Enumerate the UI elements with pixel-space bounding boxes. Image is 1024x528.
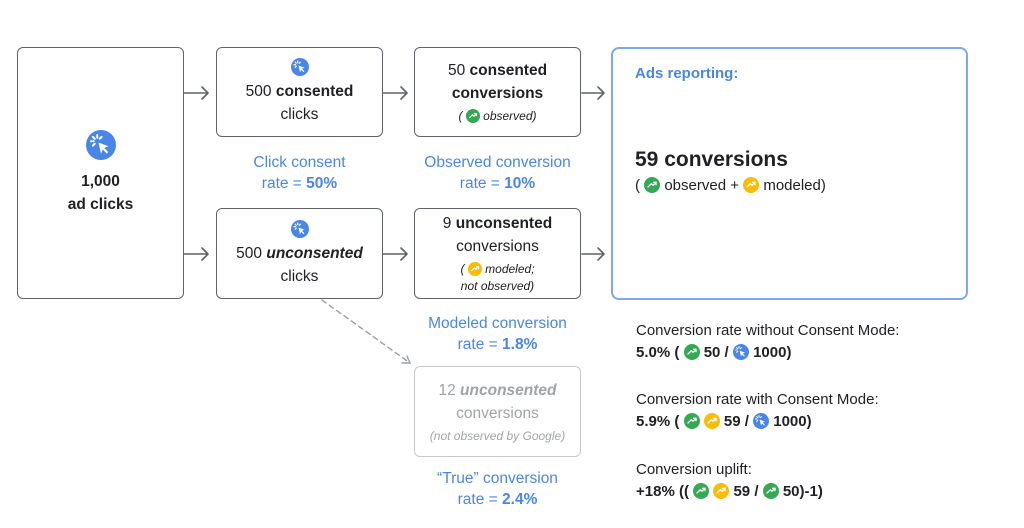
observed-caption-prefix: rate = <box>459 175 505 192</box>
unconsented-clicks-end: clicks <box>280 267 319 285</box>
cursor-click-icon <box>753 413 769 429</box>
consented-conversions-box: 50 consented conversions ( observed) <box>414 47 581 137</box>
ads-reporting-box: Ads reporting: 59 conversions ( observed… <box>611 47 968 300</box>
ad-clicks-label: ad clicks <box>67 196 134 213</box>
metric-numerator: 59 / <box>733 483 759 500</box>
observed-conversion-icon <box>684 413 700 429</box>
metric-numerator: 50 / <box>703 344 729 361</box>
modeled-caption-line1: Modeled conversion <box>428 315 567 332</box>
metric-with-consent: Conversion rate with Consent Mode: 5.9% … <box>636 389 879 433</box>
click-consent-caption-value: 50% <box>306 175 338 192</box>
arrow-dashed-to-true <box>321 299 411 364</box>
observed-conversion-icon <box>763 483 779 499</box>
arrow-modeled-to-ads <box>581 247 605 261</box>
arrow-observed-to-ads <box>581 86 605 100</box>
consented-conversions-bold: consented <box>469 62 548 79</box>
unconsented-conversions-note-open: ( <box>460 262 465 276</box>
modeled-conversion-icon <box>743 177 759 193</box>
true-caption-prefix: rate = <box>457 491 503 508</box>
modeled-caption-value: 1.8% <box>502 336 538 353</box>
observed-caption-line1: Observed conversion <box>424 154 571 171</box>
consented-clicks-bold: consented <box>275 83 354 100</box>
true-caption-value: 2.4% <box>502 491 538 508</box>
unconsented-conversions-box: 9 unconsented conversions ( modeled; not… <box>414 208 581 299</box>
click-consent-caption-prefix: rate = <box>261 175 307 192</box>
metric-label: Conversion rate with Consent Mode: <box>636 391 879 408</box>
ads-reporting-breakdown: ( observed + modeled) <box>635 177 826 194</box>
observed-caption-value: 10% <box>504 175 536 192</box>
arrow-unconsented-to-conversions <box>382 247 408 261</box>
metric-numerator: 59 / <box>723 413 749 430</box>
consented-conversions-note-open: ( <box>458 109 463 123</box>
observed-conversion-icon <box>466 109 480 123</box>
cursor-click-icon <box>86 130 116 160</box>
ads-reporting-observed: observed + <box>664 177 739 194</box>
true-conversions-bold: unconsented <box>460 381 557 399</box>
metric-without-consent: Conversion rate without Consent Mode: 5.… <box>636 320 899 364</box>
modeled-conversion-icon <box>468 262 482 276</box>
arrow-clicks-to-consented <box>183 86 209 100</box>
ads-reporting-modeled: modeled) <box>763 177 826 194</box>
metric-value: 5.0% ( <box>636 344 680 361</box>
metric-label: Conversion uplift: <box>636 461 752 478</box>
modeled-conversion-icon <box>704 413 720 429</box>
true-conversions-count: 12 <box>438 381 456 399</box>
ads-reporting-open: ( <box>635 177 640 194</box>
arrow-consented-to-conversions <box>382 86 408 100</box>
modeled-conversion-icon <box>713 483 729 499</box>
observed-conversion-icon <box>644 177 660 193</box>
click-consent-caption: Click consent rate = 50% <box>216 152 383 194</box>
cursor-click-icon <box>733 344 749 360</box>
true-caption-line1: “True” conversion <box>437 470 558 487</box>
arrow-clicks-to-unconsented <box>183 247 209 261</box>
ad-clicks-box: 1,000 ad clicks <box>17 47 184 299</box>
click-consent-caption-line1: Click consent <box>253 154 346 171</box>
true-conversions-note: (not observed by Google) <box>429 428 566 443</box>
unconsented-conversions-bold: unconsented <box>455 215 553 232</box>
consented-conversions-count: 50 <box>447 62 466 79</box>
cursor-click-icon <box>291 58 309 76</box>
unconsented-clicks-box: 500 unconsented clicks <box>216 208 383 299</box>
metric-label: Conversion rate without Consent Mode: <box>636 322 900 339</box>
consented-conversions-end: conversions <box>451 85 544 102</box>
observed-caption: Observed conversion rate = 10% <box>404 152 591 194</box>
consented-clicks-end: clicks <box>280 106 319 123</box>
metric-uplift: Conversion uplift: +18% (( 59 / 50)-1) <box>636 459 823 503</box>
modeled-caption-prefix: rate = <box>457 336 503 353</box>
true-conversions-box: 12 unconsented conversions (not observed… <box>414 366 581 457</box>
consented-clicks-box: 500 consented clicks <box>216 47 383 137</box>
metric-denominator: 50)-1) <box>782 483 823 500</box>
metric-value: 5.9% ( <box>636 413 680 430</box>
true-caption: “True” conversion rate = 2.4% <box>404 468 591 510</box>
metric-denominator: 1000) <box>773 413 812 430</box>
metric-denominator: 1000) <box>753 344 792 361</box>
ads-reporting-title: Ads reporting: <box>635 65 739 82</box>
metric-value: +18% (( <box>636 483 689 500</box>
unconsented-conversions-end: conversions <box>456 238 539 255</box>
unconsented-clicks-count: 500 <box>236 244 263 262</box>
ad-clicks-count: 1,000 <box>81 173 120 190</box>
consented-conversions-note: observed) <box>483 109 537 123</box>
true-conversions-end: conversions <box>456 404 539 422</box>
observed-conversion-icon <box>684 344 700 360</box>
unconsented-conversions-note-line2: not observed) <box>460 279 535 293</box>
unconsented-clicks-bold: unconsented <box>266 244 363 262</box>
consented-clicks-count: 500 <box>245 83 272 100</box>
ads-reporting-total: 59 conversions <box>635 148 788 171</box>
modeled-caption: Modeled conversion rate = 1.8% <box>404 313 591 355</box>
observed-conversion-icon <box>693 483 709 499</box>
cursor-click-icon <box>291 220 309 238</box>
unconsented-conversions-note: modeled; <box>485 262 535 276</box>
unconsented-conversions-count: 9 <box>442 215 452 232</box>
